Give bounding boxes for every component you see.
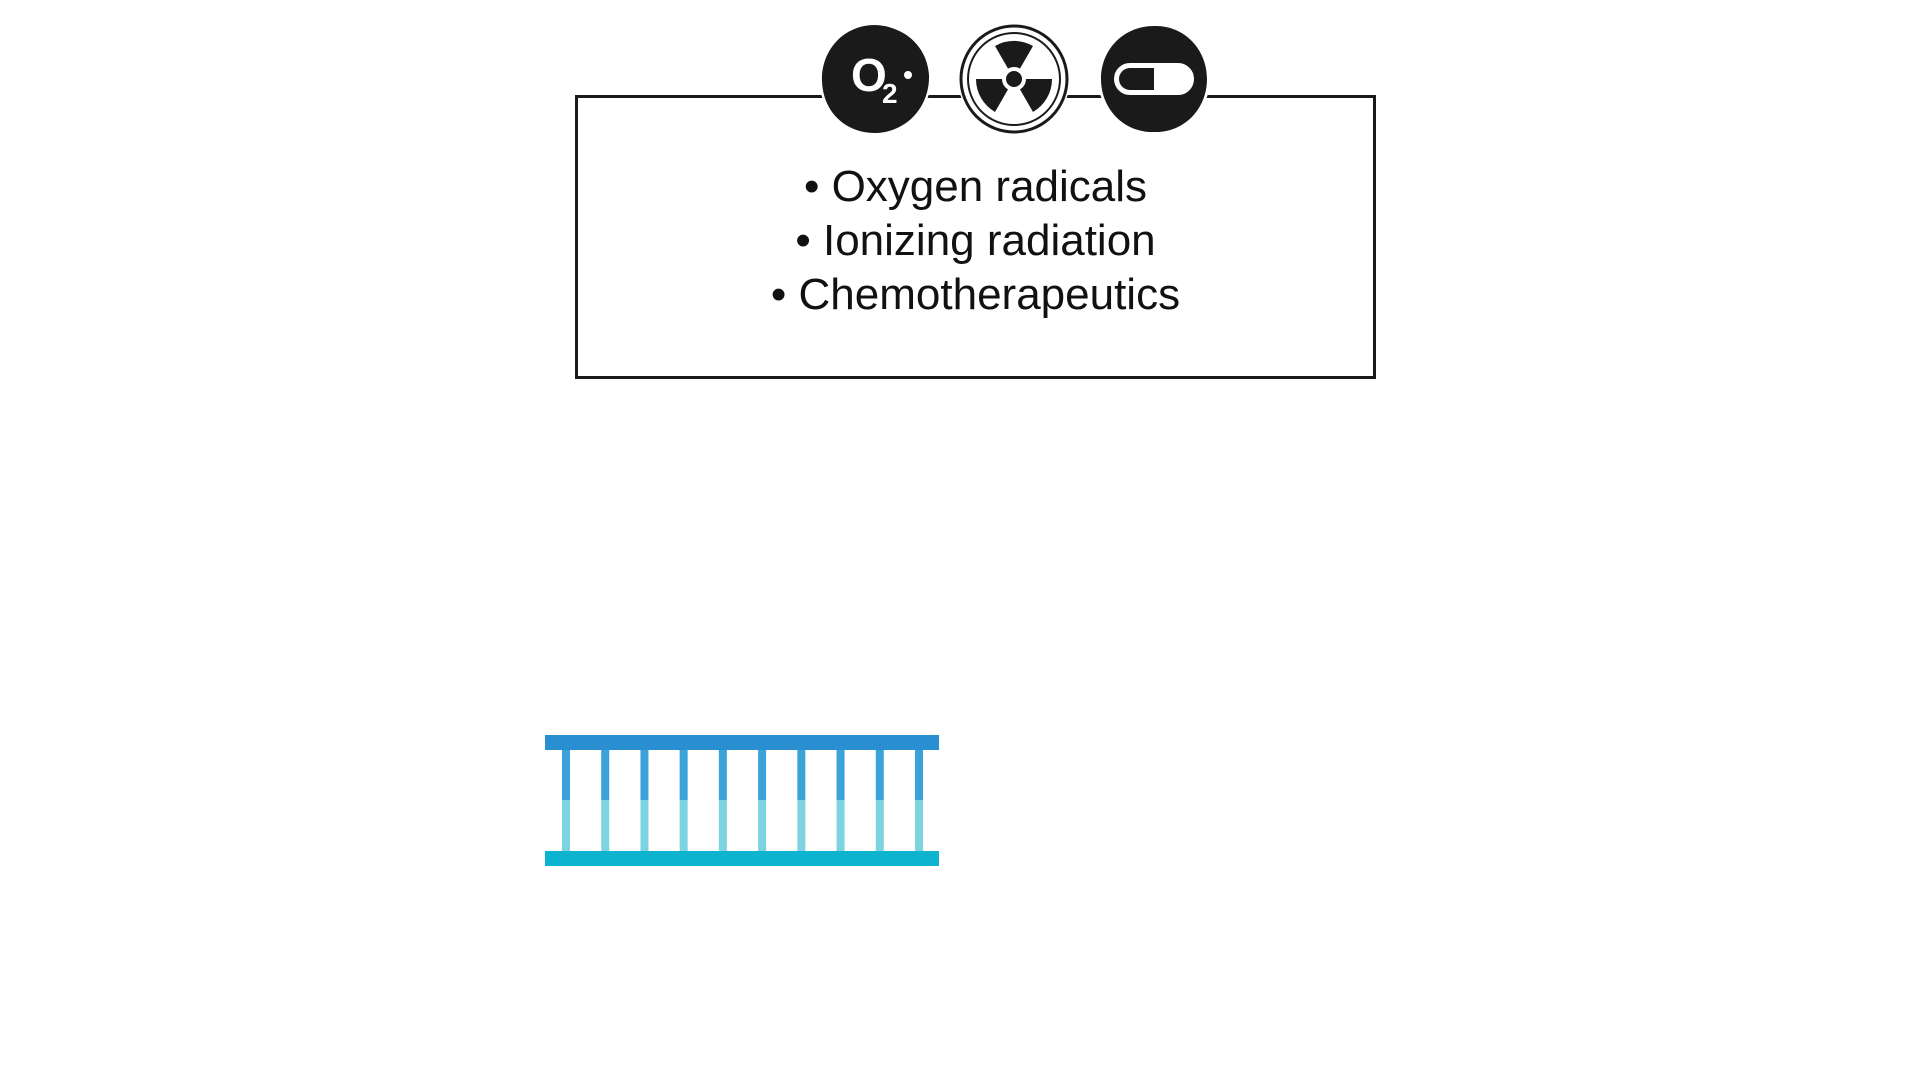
dna-rung-lower xyxy=(562,800,570,851)
dna-rung-lower xyxy=(640,800,649,851)
damage-sources-box: • Oxygen radicals • Ionizing radiation •… xyxy=(575,95,1376,379)
dna-rung-upper xyxy=(601,750,610,800)
dna-rung-upper xyxy=(915,750,923,800)
dna-rung-upper xyxy=(640,750,649,800)
oxygen-letter: O xyxy=(851,49,887,101)
dna-double-strand-icon xyxy=(545,735,939,869)
dna-bottom-strand xyxy=(545,851,939,866)
dna-top-strand xyxy=(545,735,939,750)
dna-rung-upper xyxy=(562,750,570,800)
dna-rung-upper xyxy=(718,750,727,800)
list-item-chemotherapeutics: • Chemotherapeutics xyxy=(770,270,1181,319)
list-item-oxygen-radicals: • Oxygen radicals xyxy=(803,162,1148,211)
dna-rung-upper xyxy=(797,750,806,800)
dna-rung-lower xyxy=(875,800,884,851)
dna-rung-lower xyxy=(797,800,806,851)
pill-capsule-icon xyxy=(1098,23,1210,135)
dna-rungs xyxy=(562,750,923,851)
damage-sources-list: • Oxygen radicals • Ionizing radiation •… xyxy=(578,160,1373,322)
dna-rung-upper xyxy=(679,750,688,800)
radiation-hazard-icon xyxy=(958,23,1070,135)
dna-rung-lower xyxy=(758,800,767,851)
dna-rung-upper xyxy=(836,750,845,800)
oxygen-radical-icon: O 2 xyxy=(819,23,931,135)
list-item-ionizing-radiation: • Ionizing radiation xyxy=(795,216,1156,265)
dna-rung-lower xyxy=(915,800,923,851)
dna-rung-upper xyxy=(758,750,767,800)
oxygen-subscript: 2 xyxy=(882,78,898,109)
dna-rung-upper xyxy=(875,750,884,800)
dna-rung-lower xyxy=(601,800,610,851)
dna-rung-lower xyxy=(679,800,688,851)
dna-rung-lower xyxy=(836,800,845,851)
dna-rung-lower xyxy=(718,800,727,851)
